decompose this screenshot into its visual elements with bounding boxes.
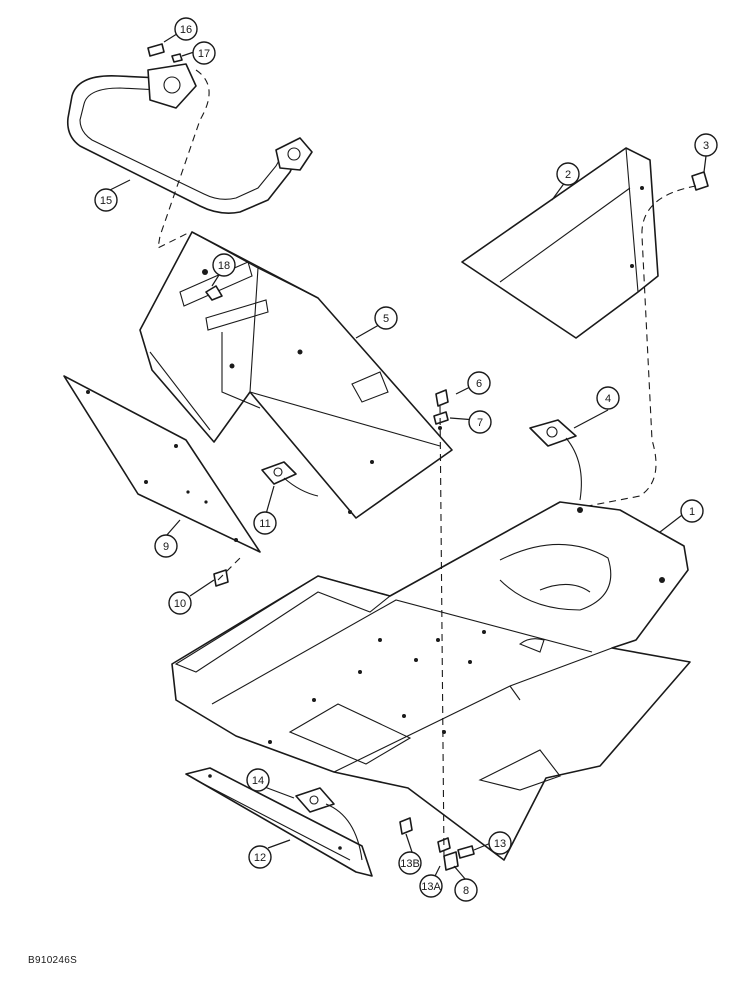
callout-circle [253, 511, 277, 535]
callout-number: 2 [565, 169, 571, 181]
side-plate-part [63, 375, 261, 553]
callout-7: 7 [468, 410, 492, 434]
callout-number: 6 [476, 378, 482, 390]
callout-circle [192, 41, 216, 65]
callout-9: 9 [154, 534, 178, 558]
isolator-mount-14 [295, 787, 335, 813]
callout-circle [94, 188, 118, 212]
callout-6: 6 [467, 371, 491, 395]
callout-14: 14 [246, 768, 270, 792]
callout-1: 1 [680, 499, 704, 523]
isolator-mount-4 [529, 419, 577, 447]
callout-circle [168, 591, 192, 615]
callout-8: 8 [454, 878, 478, 902]
fasteners [147, 43, 709, 871]
callout-number: 17 [198, 48, 210, 60]
callout-circle [374, 306, 398, 330]
callout-10: 10 [168, 591, 192, 615]
callout-circle [248, 845, 272, 869]
callout-16: 16 [174, 17, 198, 41]
callout-circle [488, 831, 512, 855]
callout-number: 5 [383, 313, 389, 325]
callout-circle [680, 499, 704, 523]
callout-11: 11 [253, 511, 277, 535]
callout-18: 18 [212, 253, 236, 277]
lower-rail-part [185, 767, 373, 877]
callout-circle [467, 371, 491, 395]
mount-connector-arrows [283, 437, 582, 861]
callout-13b: 13B [398, 851, 422, 875]
callout-circle [694, 133, 718, 157]
callout-number: 16 [180, 24, 192, 36]
callout-circle [246, 768, 270, 792]
callout-4: 4 [596, 386, 620, 410]
isolator-mount-11 [261, 461, 297, 485]
callout-number: 7 [477, 417, 483, 429]
platform-frame-part [171, 501, 691, 861]
callout-5: 5 [374, 306, 398, 330]
callout-number: 13A [421, 881, 441, 893]
callout-13a: 13A [419, 874, 443, 898]
callout-circle [556, 162, 580, 186]
callout-number: 9 [163, 541, 169, 553]
callout-circle [398, 851, 422, 875]
callout-number: 10 [174, 598, 186, 610]
callout-13: 13 [488, 831, 512, 855]
callout-2: 2 [556, 162, 580, 186]
callout-number: 15 [100, 195, 112, 207]
callout-number: 1 [689, 506, 695, 518]
callout-number: 3 [703, 140, 709, 152]
callout-circle [212, 253, 236, 277]
callout-circle [468, 410, 492, 434]
callout-number: 11 [259, 518, 270, 530]
callout-number: 13 [494, 838, 506, 850]
callout-3: 3 [694, 133, 718, 157]
callout-number: 18 [218, 260, 230, 272]
callout-17: 17 [192, 41, 216, 65]
callout-number: 8 [463, 885, 469, 897]
callout-number: 14 [252, 775, 264, 787]
callout-number: 13B [400, 858, 420, 870]
callout-circle [454, 878, 478, 902]
callout-12: 12 [248, 845, 272, 869]
grab-handle-part [66, 63, 313, 214]
callout-number: 4 [605, 393, 611, 405]
callout-circle [596, 386, 620, 410]
callout-circle [174, 17, 198, 41]
callout-circle [154, 534, 178, 558]
callout-circle [419, 874, 443, 898]
figure-id-label: B910246S [28, 955, 78, 966]
callout-15: 15 [94, 188, 118, 212]
upper-shield-part [461, 147, 659, 339]
assembly-dash-lines [157, 69, 697, 859]
callout-number: 12 [254, 852, 266, 864]
